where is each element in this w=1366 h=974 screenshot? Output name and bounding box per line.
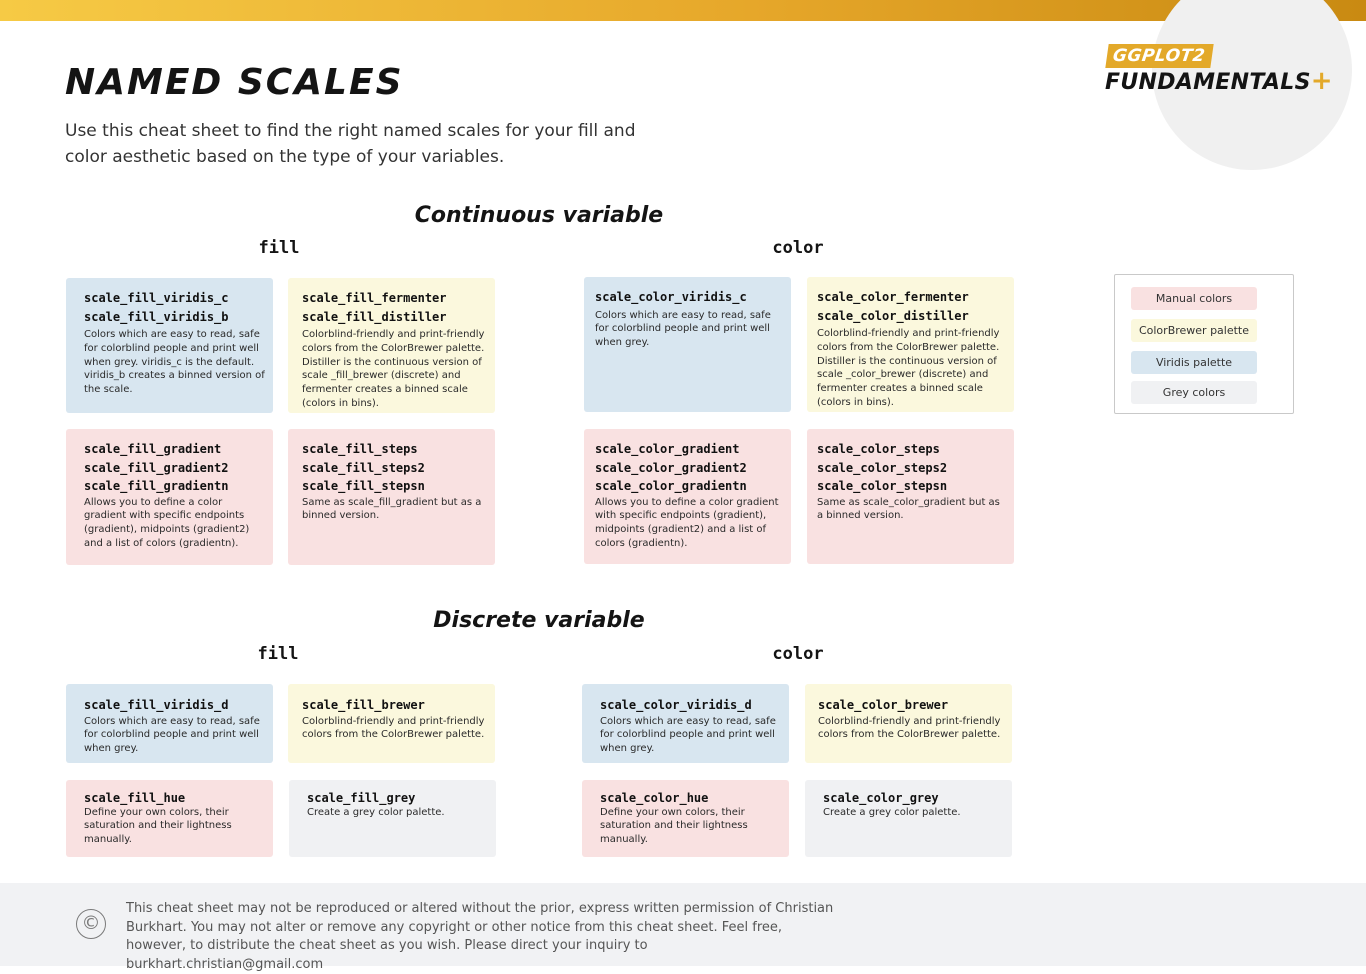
logo-fundamentals-text: FUNDAMENTALS	[1105, 70, 1311, 95]
color-legend: Manual colors ColorBrewer palette Viridi…	[1114, 274, 1294, 414]
card-scale-color-grey: scale_color_grey Create a grey color pal…	[805, 780, 1012, 857]
function-name: scale_fill_hue	[84, 791, 186, 805]
continuous-heading: Continuous variable	[414, 203, 664, 228]
legend-item-manual-colors: Manual colors	[1131, 287, 1257, 310]
function-name: scale_color_gradientn	[595, 479, 747, 493]
card-description: Colorblind-friendly and print-friendly c…	[302, 329, 485, 409]
function-name: scale_color_stepsn	[817, 479, 948, 493]
card-scale-fill-brewer: scale_fill_brewer Colorblind-friendly an…	[288, 684, 495, 763]
copyright-notice: This cheat sheet may not be reproduced o…	[126, 901, 834, 972]
function-name: scale_color_distiller	[817, 308, 969, 323]
card-description: Colors which are easy to read, safe for …	[84, 715, 260, 755]
top-accent-bar	[0, 0, 1366, 21]
function-name: scale_fill_gradient2	[84, 460, 229, 475]
card-description: Colorblind-friendly and print-friendly c…	[302, 715, 485, 741]
function-name: scale_fill_fermenter	[302, 291, 447, 305]
legend-item-colorbrewer: ColorBrewer palette	[1131, 319, 1257, 342]
function-name: scale_color_gradient2	[595, 460, 747, 475]
ggplot2-fundamentals-logo: GGPLOT2 FUNDAMENTALS+	[1105, 44, 1333, 104]
card-scale-fill-hue: scale_fill_hue Define your own colors, t…	[66, 780, 273, 857]
card-description: Define your own colors, their saturation…	[600, 806, 748, 846]
card-scale-fill-viridis-c: scale_fill_viridis_c scale_fill_viridis_…	[66, 278, 273, 413]
function-name: scale_fill_steps2	[302, 460, 425, 475]
card-description: Create a grey color palette.	[307, 806, 445, 818]
card-scale-color-viridis-d: scale_color_viridis_d Colors which are e…	[582, 684, 789, 763]
intro-text: Use this cheat sheet to find the right n…	[65, 121, 636, 167]
corner-decoration	[1152, 0, 1352, 170]
card-scale-color-gradient: scale_color_gradient scale_color_gradien…	[584, 429, 791, 564]
function-name: scale_color_brewer	[818, 698, 949, 712]
card-description: Define your own colors, their saturation…	[84, 806, 232, 846]
function-name: scale_color_gradient	[595, 442, 740, 456]
card-scale-color-viridis-c: scale_color_viridis_c Colors which are e…	[584, 277, 791, 412]
card-scale-fill-steps: scale_fill_steps scale_fill_steps2 scale…	[288, 429, 495, 565]
card-description: Colorblind-friendly and print-friendly c…	[817, 328, 1000, 408]
function-name: scale_fill_distiller	[302, 309, 447, 324]
legend-item-grey: Grey colors	[1131, 381, 1257, 404]
discrete-fill-label: fill	[257, 644, 299, 664]
function-name: scale_color_fermenter	[817, 290, 969, 304]
function-name: scale_color_steps2	[817, 460, 948, 475]
logo-ggplot2: GGPLOT2	[1105, 44, 1214, 68]
function-name: scale_fill_gradient	[84, 442, 222, 456]
function-name: scale_fill_viridis_c	[84, 291, 229, 305]
card-scale-color-brewer: scale_color_brewer Colorblind-friendly a…	[805, 684, 1012, 763]
card-description: Colors which are easy to read, safe for …	[600, 715, 776, 755]
discrete-color-label: color	[772, 644, 824, 664]
card-description: Allows you to define a color gradient wi…	[595, 496, 779, 549]
card-description: Allows you to define a color gradient wi…	[84, 496, 250, 549]
legend-item-viridis: Viridis palette	[1131, 351, 1257, 374]
continuous-fill-label: fill	[258, 238, 300, 258]
card-scale-fill-gradient: scale_fill_gradient scale_fill_gradient2…	[66, 429, 273, 565]
discrete-heading: Discrete variable	[433, 608, 645, 633]
continuous-color-label: color	[772, 238, 824, 258]
function-name: scale_color_steps	[817, 442, 940, 456]
card-description: Colors which are easy to read, safe for …	[84, 329, 265, 396]
function-name: scale_fill_brewer	[302, 698, 425, 712]
logo-fundamentals: FUNDAMENTALS+	[1105, 66, 1333, 96]
card-description: Same as scale_color_gradient but as a bi…	[817, 496, 1000, 522]
card-description: Colors which are easy to read, safe for …	[595, 309, 771, 349]
function-name: scale_color_viridis_c	[595, 290, 747, 304]
logo-plus-icon: +	[1310, 66, 1333, 96]
footer	[0, 883, 1366, 966]
card-scale-fill-grey: scale_fill_grey Create a grey color pale…	[289, 780, 496, 857]
card-scale-fill-fermenter: scale_fill_fermenter scale_fill_distille…	[288, 278, 495, 413]
card-description: Create a grey color palette.	[823, 806, 961, 818]
function-name: scale_fill_viridis_d	[84, 698, 229, 712]
function-name: scale_fill_stepsn	[302, 479, 425, 493]
function-name: scale_fill_viridis_b	[84, 309, 229, 324]
card-description: Colorblind-friendly and print-friendly c…	[818, 715, 1001, 741]
card-scale-fill-viridis-d: scale_fill_viridis_d Colors which are ea…	[66, 684, 273, 763]
function-name: scale_color_hue	[600, 791, 709, 805]
function-name: scale_color_grey	[823, 791, 939, 805]
function-name: scale_fill_grey	[307, 791, 416, 805]
card-scale-color-fermenter: scale_color_fermenter scale_color_distil…	[807, 277, 1014, 412]
card-scale-color-steps: scale_color_steps scale_color_steps2 sca…	[807, 429, 1014, 564]
function-name: scale_fill_gradientn	[84, 479, 229, 493]
function-name: scale_color_viridis_d	[600, 698, 752, 712]
page-title: NAMED SCALES	[65, 62, 404, 103]
card-scale-color-hue: scale_color_hue Define your own colors, …	[582, 780, 789, 857]
card-description: Same as scale_fill_gradient but as a bin…	[302, 496, 482, 522]
function-name: scale_fill_steps	[302, 442, 418, 456]
copyright-icon: ©	[76, 909, 106, 939]
